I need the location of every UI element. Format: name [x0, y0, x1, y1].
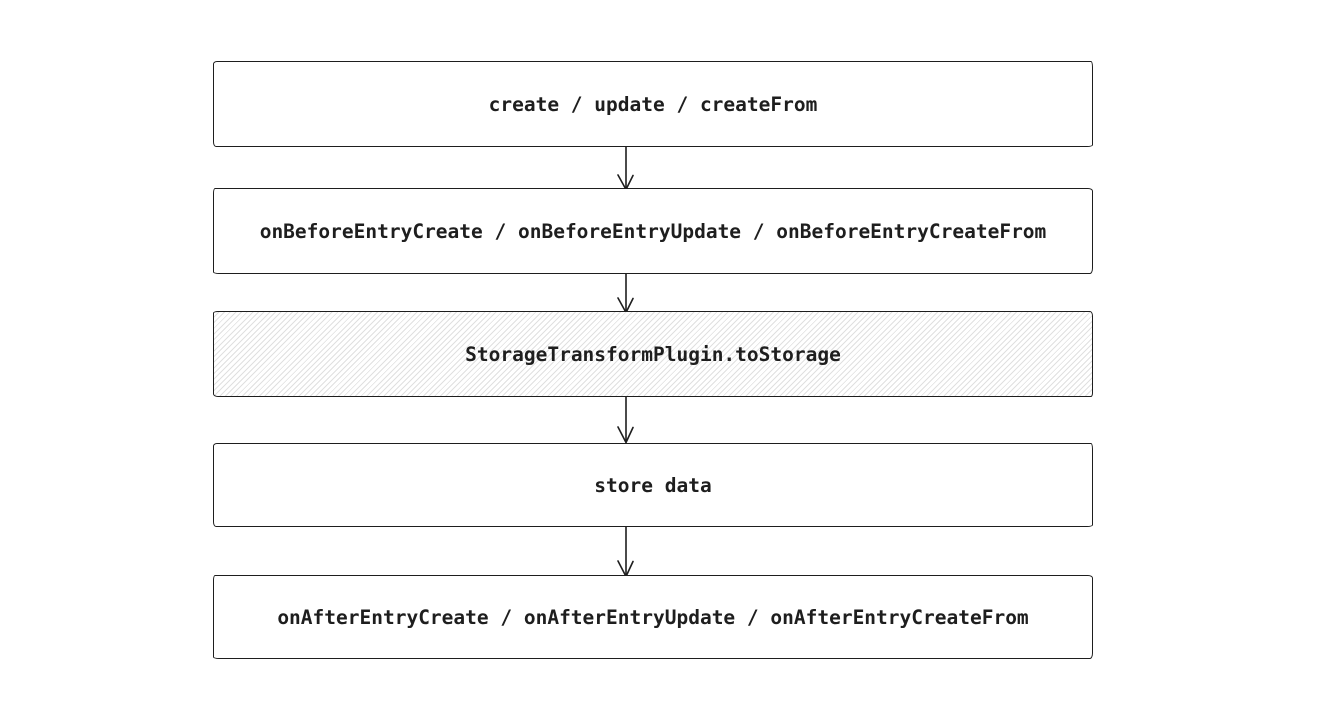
flow-node-create-update-createfrom: create / update / createFrom	[213, 61, 1093, 147]
flow-node-label: StorageTransformPlugin.toStorage	[465, 342, 841, 366]
flow-node-label: onBeforeEntryCreate / onBeforeEntryUpdat…	[259, 219, 1047, 243]
flow-node-on-after-entry-hooks: onAfterEntryCreate / onAfterEntryUpdate …	[213, 575, 1093, 659]
flow-node-store-data: store data	[213, 443, 1093, 527]
flow-node-label: store data	[594, 473, 712, 497]
flow-node-label: create / update / createFrom	[488, 92, 818, 116]
down-arrow-connector	[615, 147, 637, 190]
flow-node-on-before-entry-hooks: onBeforeEntryCreate / onBeforeEntryUpdat…	[213, 188, 1093, 274]
down-arrow-connector	[615, 526, 637, 577]
down-arrow-connector	[615, 273, 637, 313]
down-arrow-connector	[615, 396, 637, 443]
flow-node-storage-transform-to-storage: StorageTransformPlugin.toStorage	[213, 311, 1093, 397]
flow-node-label: onAfterEntryCreate / onAfterEntryUpdate …	[277, 605, 1029, 629]
